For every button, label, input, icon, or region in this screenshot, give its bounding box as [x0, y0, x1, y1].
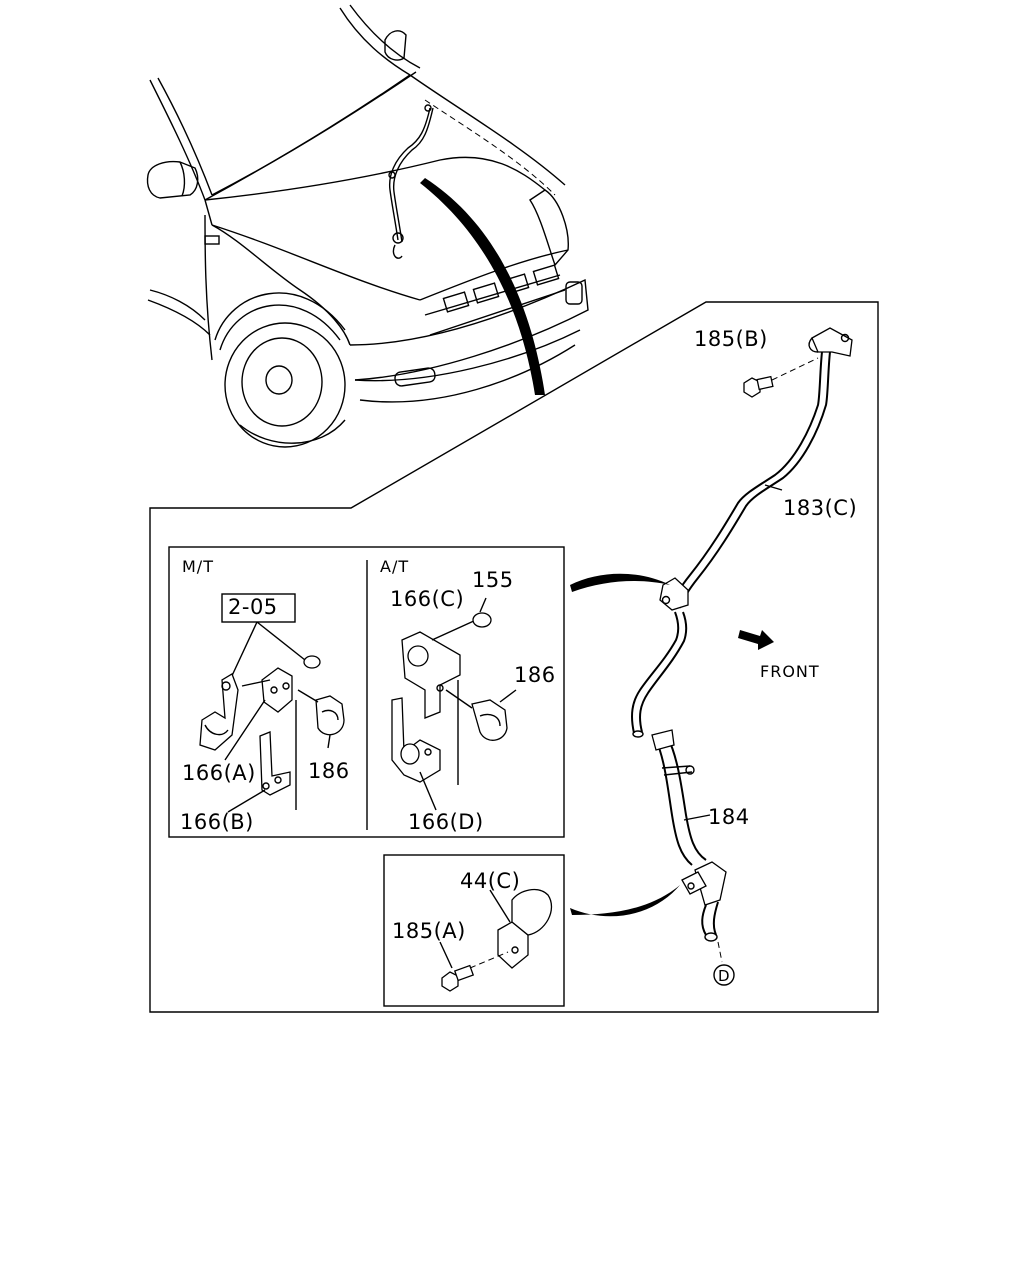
front-direction-arrow-icon — [738, 630, 774, 650]
label-ref-box: 2-05 — [228, 595, 278, 619]
label-clamp: 44(C) — [460, 869, 520, 893]
label-bracket-b: 166(B) — [180, 810, 254, 834]
at-parts — [391, 597, 517, 811]
label-clip-at: 186 — [514, 663, 556, 687]
label-bracket-a: 166(A) — [182, 761, 256, 785]
detail-box-clamp — [383, 854, 565, 1007]
label-at: A/T — [380, 557, 409, 576]
label-mt: M/T — [182, 557, 214, 576]
main-frame — [149, 301, 879, 1013]
label-pipe-top: 183(C) — [783, 496, 857, 520]
label-bolt-top: 185(B) — [694, 327, 768, 351]
callout-arc-bottom — [570, 885, 680, 917]
mt-parts — [199, 593, 345, 813]
clamp-parts — [439, 888, 553, 992]
label-bolt-bottom: 185(A) — [392, 919, 466, 943]
label-hose: 184 — [708, 805, 750, 829]
vehicle-illustration — [146, 4, 589, 448]
label-connector-d: D — [718, 967, 731, 985]
label-bracket-c: 166(C) — [390, 587, 464, 611]
detail-box-transmission — [168, 546, 565, 838]
circled-letter-d-icon — [713, 964, 735, 986]
callout-arc-top — [570, 573, 670, 592]
pipe-assembly — [631, 327, 853, 963]
label-nut: 155 — [472, 568, 514, 592]
label-front: FRONT — [760, 662, 820, 681]
label-bracket-d: 166(D) — [408, 810, 484, 834]
label-clip-mt: 186 — [308, 759, 350, 783]
